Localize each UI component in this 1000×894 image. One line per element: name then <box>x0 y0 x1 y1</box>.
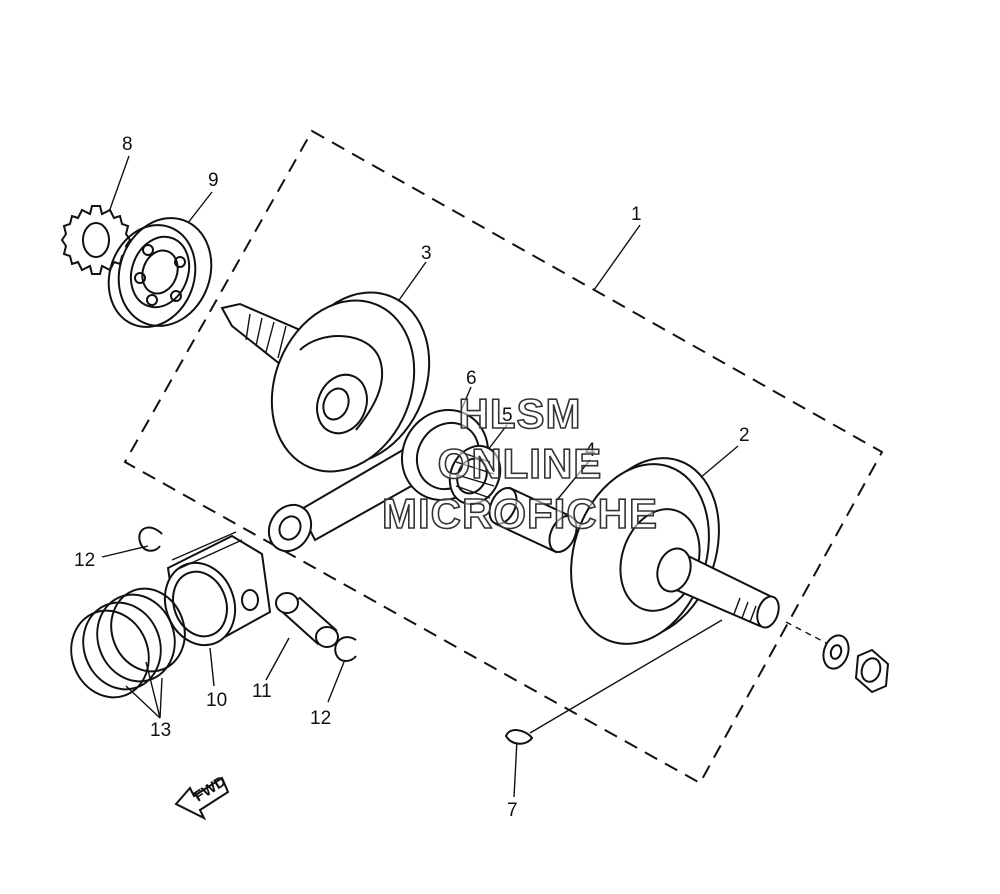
piston <box>163 531 272 647</box>
left-crank-half <box>220 291 431 473</box>
crank-pin <box>488 486 578 554</box>
washer <box>822 634 850 670</box>
watermark-line-2: ONLINE <box>438 440 603 487</box>
watermark-line-3: MICROFICHE <box>382 490 658 537</box>
callout-13: 13 <box>150 720 171 741</box>
callout-9: 9 <box>208 170 219 191</box>
forward-arrow: FWD <box>174 773 230 821</box>
callout-8: 8 <box>122 134 133 155</box>
callout-10: 10 <box>206 690 227 711</box>
piston-rings <box>70 587 186 699</box>
watermark: HLSM ONLINE MICROFICHE <box>381 389 658 538</box>
callout-2: 2 <box>739 425 750 446</box>
callout-5: 5 <box>502 405 513 426</box>
callout-1: 1 <box>631 204 642 225</box>
woodruff-key <box>504 729 534 745</box>
watermark-line-1: HLSM <box>459 390 582 437</box>
ball-bearing <box>107 217 213 328</box>
callout-6: 6 <box>466 368 477 389</box>
nut <box>854 648 890 694</box>
piston-pin-clips <box>138 526 357 662</box>
callout-labels: 1 2 3 4 5 6 7 8 9 10 11 12 12 13 <box>74 134 750 821</box>
callout-7: 7 <box>507 800 518 821</box>
callout-4: 4 <box>585 440 596 461</box>
callout-12-right: 12 <box>310 708 331 729</box>
crankshaft-assembly-boundary <box>123 129 884 785</box>
right-crank-half <box>570 457 780 645</box>
timing-sprocket <box>60 205 132 275</box>
callout-12-left: 12 <box>74 550 95 571</box>
callout-3: 3 <box>421 243 432 264</box>
callout-11: 11 <box>252 681 272 702</box>
needle-bearing <box>448 444 502 506</box>
piston-pin <box>275 592 339 648</box>
